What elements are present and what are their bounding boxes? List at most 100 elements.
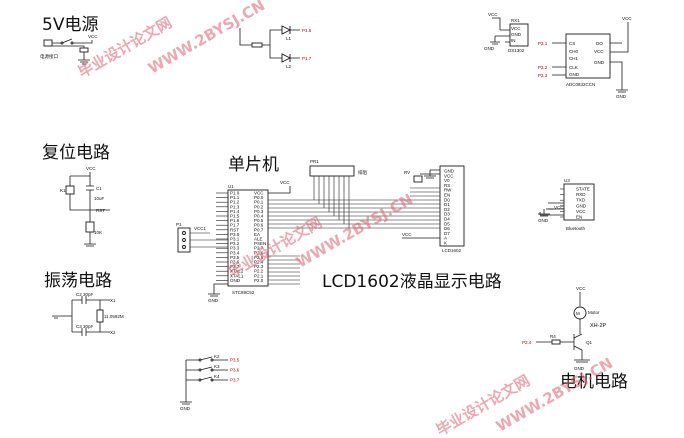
mcu-pin-left-label: P1.6	[230, 218, 240, 223]
svg-text:P1.7: P1.7	[302, 56, 312, 61]
lcd-pin-label: A	[444, 236, 447, 241]
svg-text:VCC: VCC	[576, 286, 586, 291]
osc-circuit: C2 30pF C3 30pF 11.0592M X1 X2	[52, 292, 124, 336]
svg-text:L1: L1	[286, 36, 292, 41]
svg-text:R4: R4	[550, 334, 556, 339]
mcu-pin-right-label: P2.6	[254, 250, 264, 255]
svg-text:C1: C1	[96, 186, 102, 191]
lcd-pin-label: RW	[444, 188, 452, 193]
svg-text:PR1: PR1	[310, 159, 319, 164]
mcu-pin-left-label: P1.1	[230, 195, 240, 200]
lcd-pin-label: K	[444, 241, 447, 246]
mcu-pin-right-label: P2.3	[254, 264, 264, 269]
resistor-network-label: 排阻	[358, 169, 367, 176]
mcu-pin-left-label: P1.4	[230, 209, 240, 214]
mcu-pin-right-label: P2.5	[254, 255, 264, 260]
bt-pin-label: VCC	[576, 209, 586, 214]
title-power: 5V电源	[42, 15, 98, 35]
mcu-pin-right-label: P0.7	[254, 227, 264, 232]
svg-text:VCC: VCC	[622, 16, 632, 21]
svg-text:CH0: CH0	[569, 49, 578, 54]
power-vcc-label: VCC	[88, 34, 98, 39]
svg-text:P3.3: P3.3	[538, 73, 548, 78]
mcu-pin-right-label: P0.6	[254, 223, 264, 228]
svg-text:GND: GND	[569, 72, 580, 77]
mcu-pin-left-label: P3.1	[230, 237, 240, 242]
mcu-pin-right-label: P2.7	[254, 246, 264, 251]
lcd-pin-label: D0	[444, 197, 450, 202]
svg-text:GND: GND	[511, 32, 522, 37]
svg-text:GND: GND	[616, 94, 627, 99]
svg-text:CH1: CH1	[569, 56, 578, 61]
mcu-pin-left-label: P3.3	[230, 246, 240, 251]
mcu-pin-left-label: P1.2	[230, 200, 240, 205]
mcu-pin-right-label: P2.1	[254, 273, 264, 278]
mcu-pin-left-label: P3.7	[230, 264, 240, 269]
mcu-right-pins: VCCP0.0P0.1P0.2P0.3P0.4P0.5P0.6P0.7EAALE…	[254, 191, 266, 283]
mcu-pin-left-label: P3.2	[230, 241, 240, 246]
title-osc: 振荡电路	[44, 271, 112, 291]
mcu-pin-right-label: PSEN	[254, 241, 266, 246]
svg-text:RST: RST	[96, 208, 105, 213]
mcu-module: U1 P1.0P1.1P1.2P1.3P1.4P1.5P1.6P1.7RSTP3…	[208, 180, 291, 303]
key-pin-label: P3.7	[230, 378, 240, 383]
svg-text:P1: P1	[176, 222, 182, 227]
mcu-pin-right-label: ALE	[254, 237, 263, 242]
lcd-pin-label: D5	[444, 221, 450, 226]
svg-text:VCC1: VCC1	[194, 226, 207, 231]
svg-text:GND: GND	[208, 298, 219, 303]
mcu-pin-left-label: XTAL2	[230, 269, 244, 274]
svg-text:CLK: CLK	[569, 65, 578, 70]
led-circuit: P1.6 P1.7 L1 L2	[239, 25, 312, 69]
svg-text:VCC: VCC	[511, 26, 521, 31]
key-label: K4	[214, 374, 220, 379]
adc-chip	[565, 33, 611, 79]
lcd-label: LCD1602	[442, 248, 462, 253]
mcu-pin-right-label: P2.2	[254, 269, 264, 274]
resistor-network-body	[309, 165, 355, 177]
power-jack	[43, 39, 53, 47]
key-label: K2	[214, 354, 220, 359]
svg-text:X1: X1	[110, 298, 116, 303]
lcd-pin-label: D3	[444, 212, 450, 217]
mcu-pin-left-label: P1.7	[230, 223, 240, 228]
lcd-pin-label: D6	[444, 226, 450, 231]
mcu-pin-left-label: P3.0	[230, 232, 240, 237]
svg-text:M: M	[576, 311, 580, 316]
title-motor: 电机电路	[560, 372, 628, 392]
ds1302-label: DS1302	[508, 48, 525, 53]
title-reset: 复位电路	[42, 143, 110, 163]
svg-text:X2: X2	[110, 330, 116, 335]
svg-text:GND: GND	[594, 60, 605, 65]
mcu-pin-right-label: P0.0	[254, 195, 264, 200]
svg-text:VCC: VCC	[402, 232, 412, 237]
lcd-chip	[439, 165, 465, 247]
title-lcd: LCD1602液晶显示电路	[322, 272, 502, 292]
bt-pin-label: RXD	[576, 192, 586, 197]
mcu-pin-left-label: P3.4	[230, 250, 240, 255]
mcu-pin-right-label: P0.2	[254, 204, 264, 209]
svg-text:U1: U1	[228, 184, 234, 189]
mcu-pin-left-label: P1.5	[230, 214, 240, 219]
svg-text:GND: GND	[538, 218, 549, 223]
bluetooth-label: Bluetooth	[566, 226, 586, 231]
svg-text:GND: GND	[574, 366, 585, 371]
key-label: K3	[214, 364, 220, 369]
mcu-pin-left-label: P1.3	[230, 204, 240, 209]
motor-connector-label: XH-2P	[590, 323, 607, 329]
lcd-pin-label: D2	[444, 207, 450, 212]
adc-module: CS CH0 CH1 CLK GND DO VCC GND ADC0832CCN…	[538, 16, 632, 99]
lcd-pin-label: RS	[444, 183, 450, 188]
svg-text:P1.6: P1.6	[302, 28, 312, 33]
svg-text:P3.1: P3.1	[538, 41, 548, 46]
reset-key-label: K1	[60, 188, 66, 193]
svg-text:DO: DO	[596, 41, 603, 46]
svg-text:P3.4: P3.4	[522, 340, 532, 345]
lcd-pin-label: D4	[444, 217, 450, 222]
svg-text:GND: GND	[484, 46, 495, 51]
